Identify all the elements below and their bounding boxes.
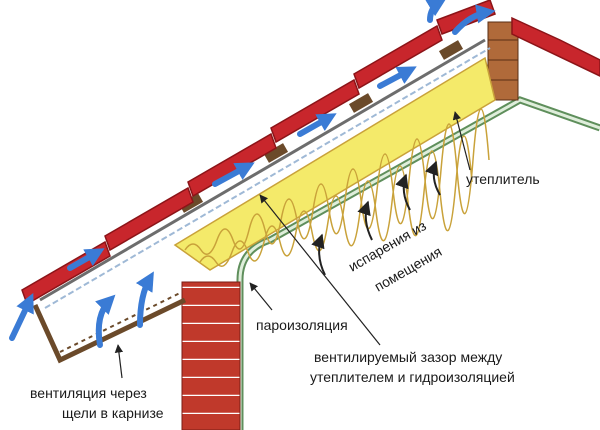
label-insulation: утеплитель	[466, 171, 540, 187]
air-flow-arrow-icon	[67, 248, 105, 271]
pointer-arrow-icon	[249, 282, 273, 311]
label-eave-1: вентиляция через	[30, 385, 147, 401]
eave-soffit	[32, 291, 187, 364]
pointer-arrow-icon	[452, 111, 471, 171]
label-eave-2: щели в карнизе	[62, 405, 164, 421]
label-gap-1: вентилируемый зазор между	[314, 349, 502, 365]
air-flow-arrow-icon	[212, 162, 255, 187]
pointer-arrows	[114, 111, 471, 379]
air-flow-arrow-icon	[9, 293, 34, 341]
air-flow-arrow-icon	[95, 294, 116, 348]
insulation-layer	[173, 56, 496, 271]
ceiling-vapor-barrier	[236, 96, 600, 430]
air-flow-arrow-icon	[452, 4, 496, 35]
vapor-arrows	[311, 160, 441, 276]
air-flow-arrow-icon	[297, 113, 337, 137]
vapor-rising-arrow-icon	[395, 173, 411, 211]
brick-wall-left	[181, 281, 241, 430]
air-flow-arrow-icon	[377, 66, 417, 89]
vapor-rising-arrow-icon	[311, 233, 326, 276]
pointer-arrow-icon	[259, 194, 381, 346]
vapor-rising-arrow-icon	[357, 200, 373, 241]
air-flow-arrow-icon	[135, 271, 154, 328]
label-vapor-barrier: пароизоляция	[256, 317, 348, 333]
air-flow-arrow-icon	[425, 0, 447, 23]
label-gap-2: утеплителем и гидроизоляцией	[310, 369, 515, 385]
vapor-rising-arrow-icon	[425, 160, 441, 196]
roof-tiles	[21, 0, 600, 306]
air-flow-arrows	[9, 0, 496, 348]
pointer-arrow-icon	[114, 344, 124, 379]
